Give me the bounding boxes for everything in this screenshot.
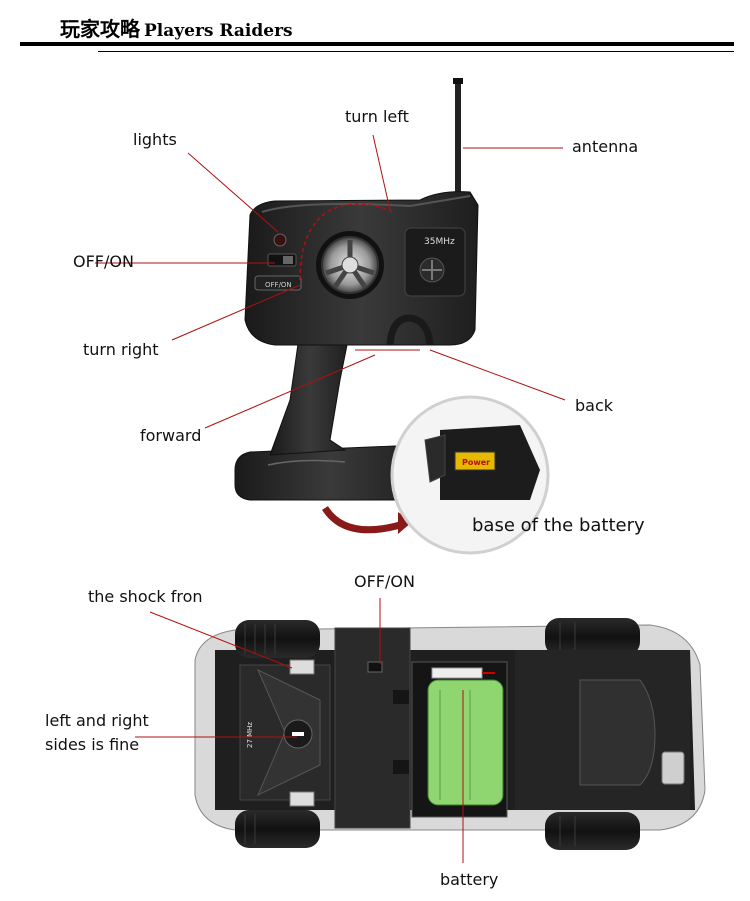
car-frequency: 27 MHz xyxy=(246,722,254,748)
wheel-front-left xyxy=(235,620,320,658)
antenna-rod xyxy=(455,80,461,195)
label-back: back xyxy=(575,396,614,415)
title-cn: 玩家攻略 xyxy=(60,17,140,41)
label-turn-left: turn left xyxy=(345,107,409,126)
label-forward: forward xyxy=(140,426,202,445)
wheel-rear-left xyxy=(545,618,640,656)
label-shock: the shock fron xyxy=(88,587,203,606)
trigger xyxy=(386,314,434,346)
label-battery-base: base of the battery xyxy=(472,515,645,536)
label-antenna: antenna xyxy=(572,137,639,156)
remote-leader-lines xyxy=(95,134,566,429)
shock-front-left xyxy=(289,659,315,675)
wheel-rear-right xyxy=(545,812,640,850)
battery-brand: Power xyxy=(462,458,490,467)
label-battery: battery xyxy=(440,870,499,889)
label-lights: lights xyxy=(133,130,177,149)
car-underside: 27 MHz xyxy=(194,618,706,850)
title-en: Players Raiders xyxy=(144,21,293,41)
rotation-arrow xyxy=(322,505,401,534)
light-led xyxy=(273,233,287,247)
header-subrule xyxy=(98,51,734,52)
label-off-on-remote: OFF/ON xyxy=(73,252,134,271)
motor xyxy=(661,751,685,785)
wheel-front-right xyxy=(235,810,320,848)
remote-control: 35MHz OFF/ON Power xyxy=(234,78,550,555)
label-sides-line2: sides is fine xyxy=(45,735,140,754)
shock-front-right xyxy=(289,791,315,807)
car-leader-lines xyxy=(135,598,464,863)
label-off-on-car: OFF/ON xyxy=(354,572,415,591)
frequency-text: 35MHz xyxy=(424,237,455,247)
header-rule xyxy=(20,42,734,46)
car-battery-pack xyxy=(427,679,504,806)
remote-grip xyxy=(269,329,351,456)
label-sides-line1: left and right xyxy=(45,711,149,730)
switch-label: OFF/ON xyxy=(265,281,292,289)
car-power-switch xyxy=(367,661,383,673)
gearbox xyxy=(579,679,656,786)
battery-cell xyxy=(454,451,496,471)
label-turn-right: turn right xyxy=(83,340,159,359)
